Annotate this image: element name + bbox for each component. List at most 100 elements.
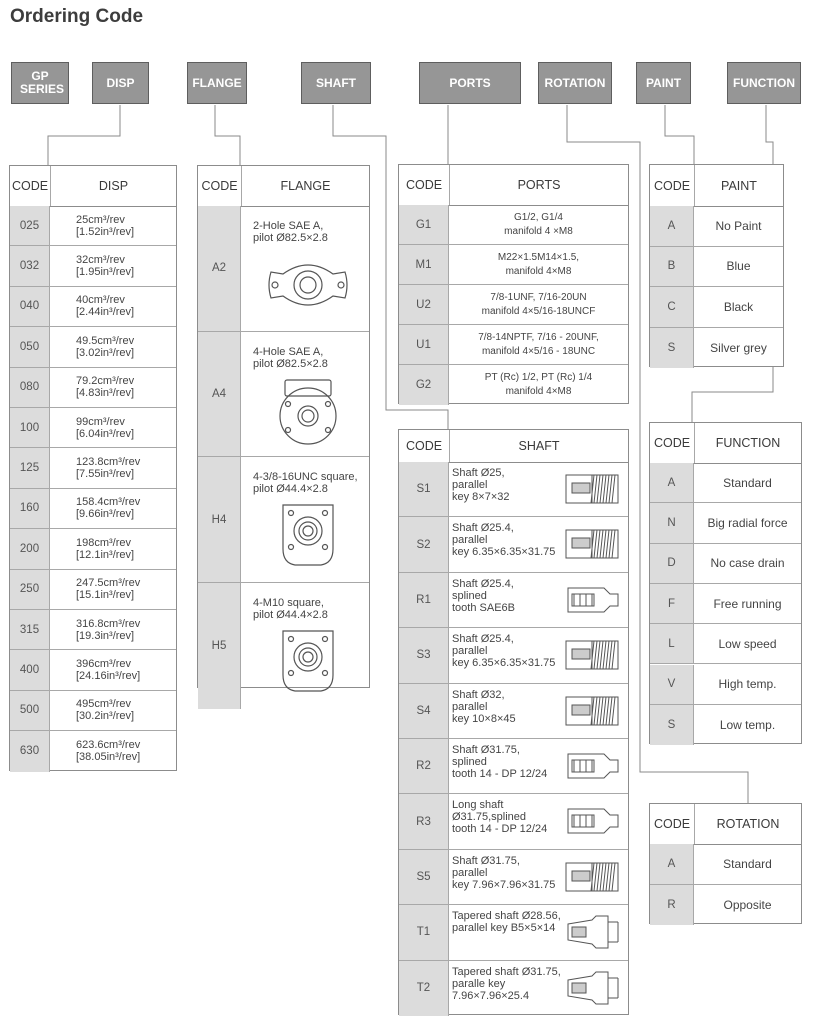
function-code: D bbox=[650, 543, 694, 583]
flange-pilot: pilot Ø44.4×2.8 bbox=[253, 483, 328, 496]
ports-code-col-header: CODE bbox=[399, 165, 450, 205]
ports-col-header: PORTS bbox=[517, 178, 561, 192]
page-title: Ordering Code bbox=[10, 6, 144, 27]
shaft-description: Shaft Ø25.4, bbox=[452, 633, 514, 646]
disp-value-imperial: [15.1in³/rev] bbox=[76, 589, 135, 602]
disp-code: 160 bbox=[10, 488, 50, 529]
disp-value-metric: 49.5cm³/rev bbox=[76, 334, 135, 347]
disp-header: DISP bbox=[92, 62, 149, 104]
ports-manifold: manifold 4×M8 bbox=[505, 265, 572, 277]
shaft-description: Shaft Ø25.4, bbox=[452, 577, 514, 590]
rotation-header: ROTATION bbox=[538, 62, 612, 104]
function-value: Big radial force bbox=[707, 515, 788, 530]
paint-code: C bbox=[650, 287, 694, 327]
disp-value-metric: 99cm³/rev bbox=[76, 415, 125, 428]
disp-code: 200 bbox=[10, 529, 50, 569]
ports-code: U1 bbox=[399, 325, 449, 364]
disp-code: 315 bbox=[10, 610, 50, 650]
disp-value-imperial: [19.3in³/rev] bbox=[76, 629, 135, 642]
shaft-description: Shaft Ø25, bbox=[452, 467, 505, 479]
disp-code: 040 bbox=[10, 286, 50, 327]
gp-series-header: GP SERIES bbox=[11, 62, 69, 104]
disp-value-metric: 396cm³/rev bbox=[76, 658, 132, 671]
shaft-description: parallel bbox=[452, 866, 488, 879]
disp-code: 032 bbox=[10, 246, 50, 286]
paint-code-col-header: CODE bbox=[650, 165, 695, 206]
shaft-code-col-header: CODE bbox=[399, 430, 450, 462]
disp-value-imperial: [7.55in³/rev] bbox=[76, 468, 135, 481]
flange-header: FLANGE bbox=[187, 62, 247, 104]
disp-value-metric: 247.5cm³/rev bbox=[76, 577, 141, 590]
function-value: No case drain bbox=[710, 556, 785, 571]
disp-value-metric: 158.4cm³/rev bbox=[76, 496, 141, 509]
function-value: Free running bbox=[713, 596, 782, 611]
shaft-description: splined bbox=[452, 589, 487, 602]
shaft-drawing-r2 bbox=[567, 753, 619, 779]
function-code-col-header: CODE bbox=[650, 423, 695, 463]
function-code: F bbox=[650, 583, 694, 624]
shaft-col-header: SHAFT bbox=[518, 439, 560, 453]
disp-row: 160 158.4cm³/rev[9.66in³/rev] bbox=[10, 488, 176, 530]
shaft-drawing-s2 bbox=[565, 529, 619, 559]
shaft-code: S3 bbox=[399, 628, 449, 683]
ports-header: PORTS bbox=[419, 62, 521, 104]
paint-header: PAINT bbox=[636, 62, 691, 104]
ports-thread: 7/8-14NPTF, 7/16 - 20UNF, bbox=[478, 331, 599, 343]
disp-value-metric: 198cm³/rev bbox=[76, 536, 132, 549]
paint-code: A bbox=[650, 206, 694, 246]
rotation-code: A bbox=[650, 844, 694, 884]
shaft-description: tooth 14 - DP 12/24 bbox=[452, 823, 548, 836]
disp-code: 080 bbox=[10, 367, 50, 407]
ports-manifold: manifold 4×M8 bbox=[505, 386, 572, 397]
ports-thread: PT (Rc) 1/2, PT (Rc) 1/4 bbox=[484, 372, 593, 383]
shaft-description: paralle key bbox=[452, 977, 506, 990]
paint-col-header: PAINT bbox=[721, 178, 757, 193]
disp-value-imperial: [2.44in³/rev] bbox=[76, 306, 135, 319]
function-row: D No case drain bbox=[650, 543, 801, 584]
disp-value-imperial: [4.83in³/rev] bbox=[76, 387, 135, 400]
shaft-description: key 7.96×7.96×31.75 bbox=[452, 878, 556, 891]
rotation-col-header: ROTATION bbox=[716, 817, 780, 831]
shaft-description: Shaft Ø25.4, bbox=[452, 522, 514, 535]
paint-value: Black bbox=[723, 299, 754, 314]
disp-value-imperial: [9.66in³/rev] bbox=[76, 508, 135, 521]
disp-value-imperial: [12.1in³/rev] bbox=[76, 548, 135, 561]
shaft-description: tooth SAE6B bbox=[452, 601, 515, 614]
disp-code-col-header: CODE bbox=[10, 166, 51, 206]
shaft-description: splined bbox=[452, 756, 487, 768]
function-row: F Free running bbox=[650, 583, 801, 625]
flange-description: 4-M10 square, bbox=[253, 597, 324, 610]
function-code: S bbox=[650, 704, 694, 746]
disp-code: 025 bbox=[10, 206, 50, 246]
flange-pilot: pilot Ø82.5×2.8 bbox=[253, 357, 328, 370]
shaft-description: Ø31.75,splined bbox=[452, 811, 526, 824]
function-value: Low temp. bbox=[719, 717, 776, 732]
paint-code: S bbox=[650, 327, 694, 368]
flange-col-header: FLANGE bbox=[280, 179, 331, 193]
function-value: High temp. bbox=[718, 677, 777, 692]
flange-description: 4-Hole SAE A, bbox=[253, 345, 324, 358]
shaft-code: S4 bbox=[399, 683, 449, 738]
shaft-description: 7.96×7.96×25.4 bbox=[452, 989, 530, 1002]
shaft-description: Tapered shaft Ø31.75, bbox=[452, 965, 561, 978]
